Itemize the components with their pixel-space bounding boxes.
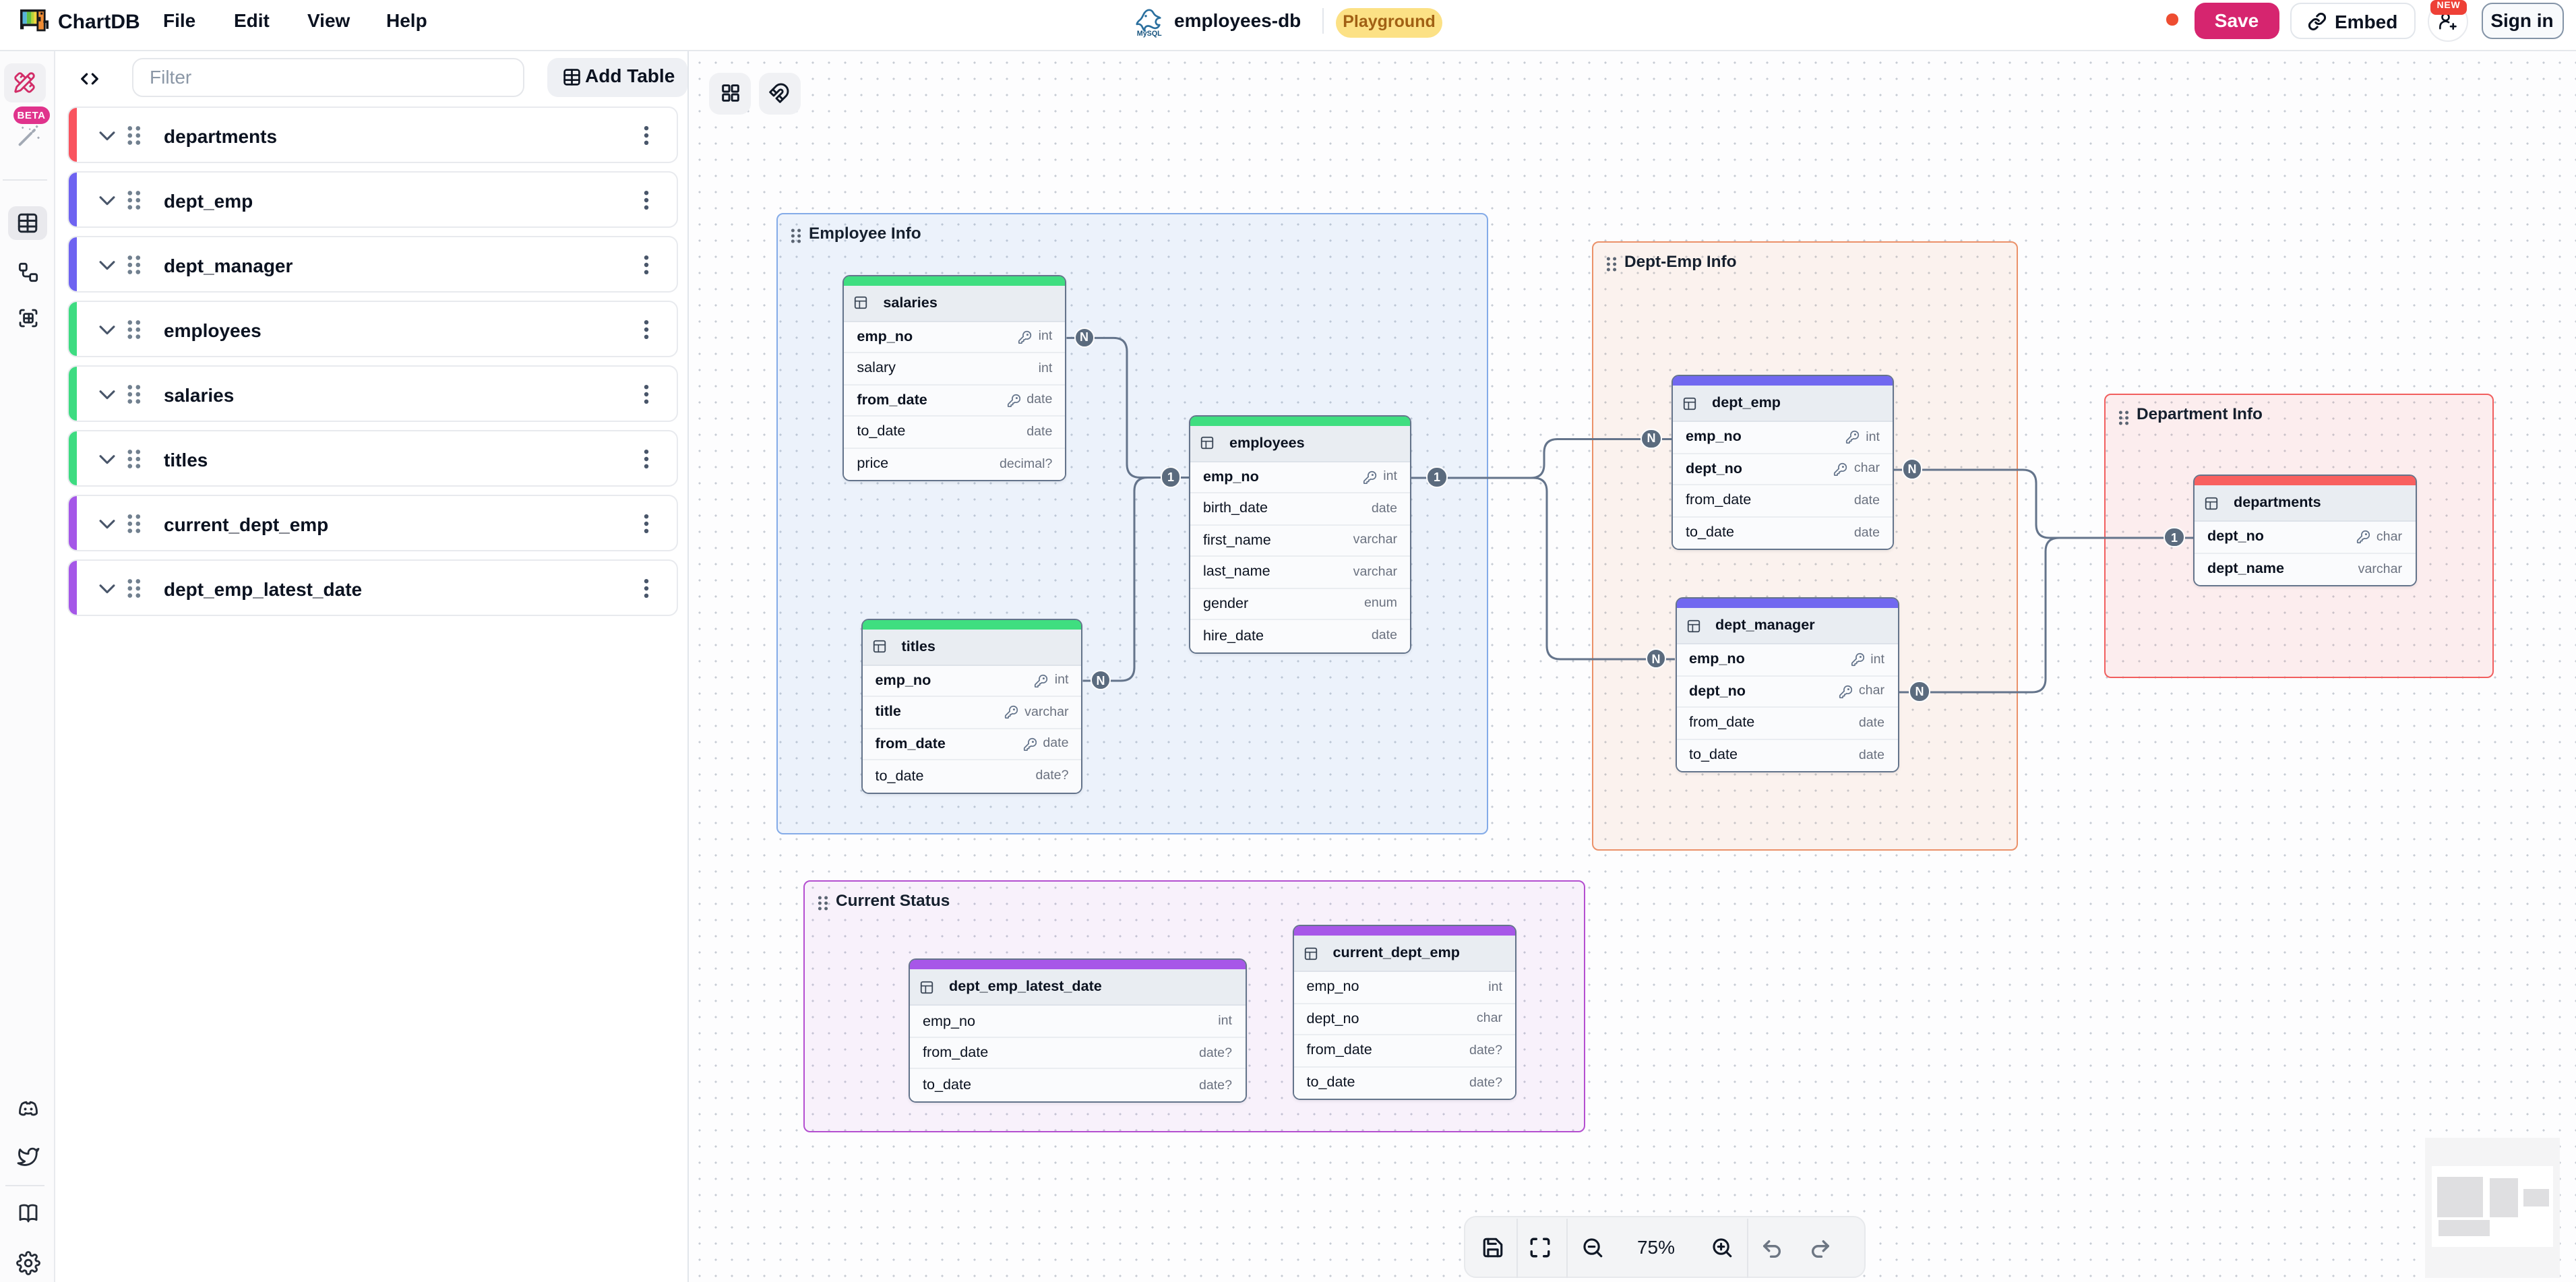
svg-text:MySQL: MySQL — [1137, 30, 1162, 38]
